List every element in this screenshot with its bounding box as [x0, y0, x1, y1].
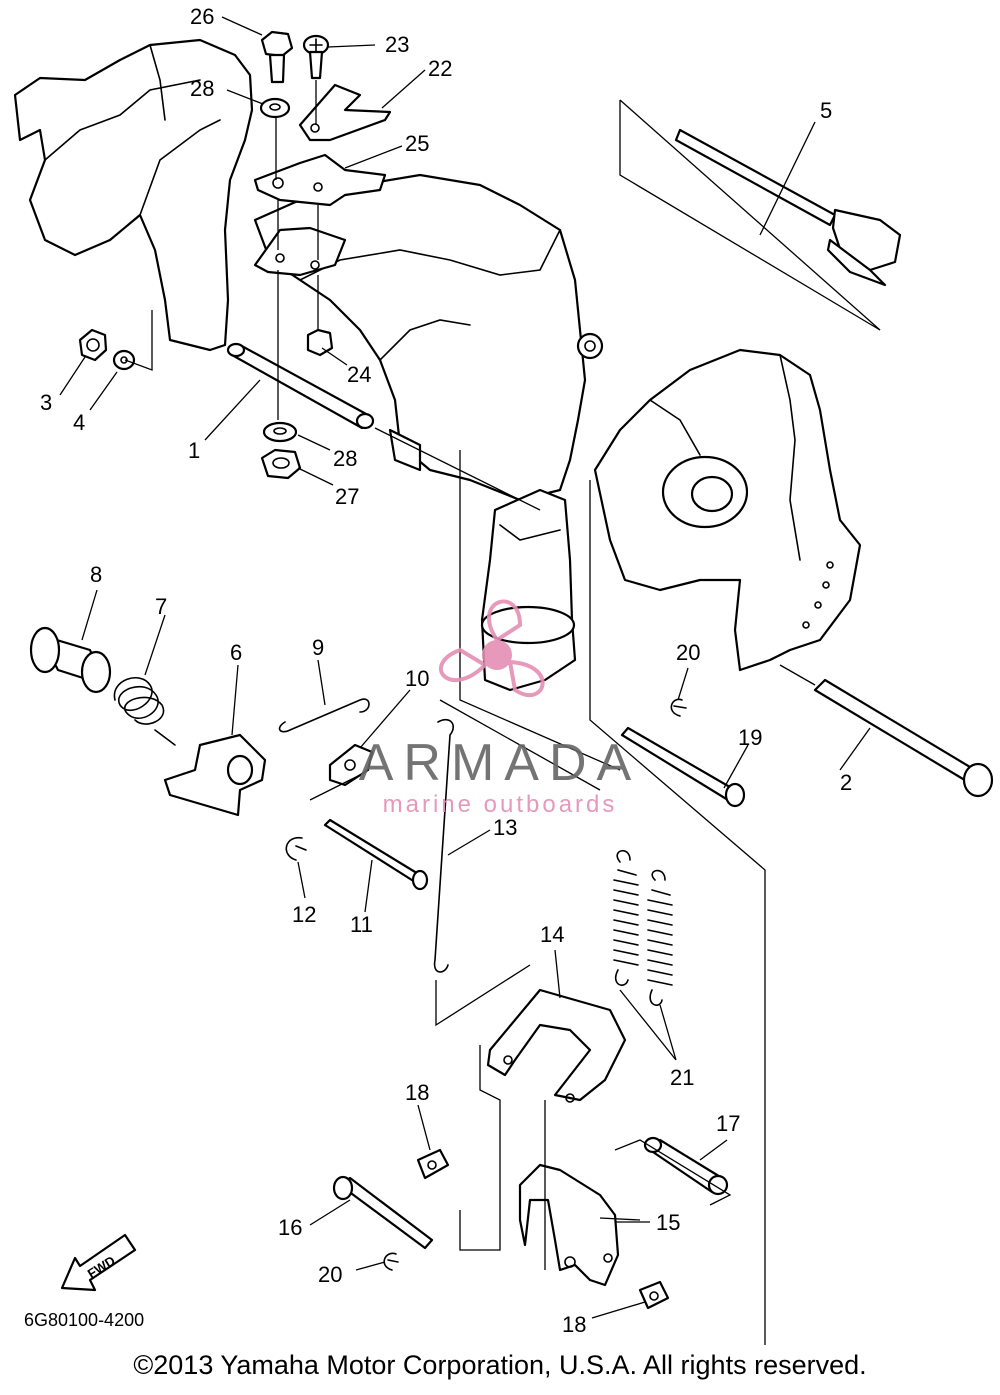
callout-16: 16	[278, 1215, 302, 1240]
part-28-washer-bottom	[262, 421, 298, 443]
diagram-code: 6G80100-4200	[24, 1310, 145, 1330]
part-27-nut	[260, 448, 302, 480]
callout-3: 3	[40, 390, 52, 415]
callout-4: 4	[73, 410, 85, 435]
left-clamp-bracket	[13, 38, 254, 352]
part-8-bushing	[29, 626, 112, 694]
callout-9: 9	[312, 635, 324, 660]
part-28-washer-top	[259, 97, 291, 119]
part-15-lower-bracket	[518, 1163, 641, 1287]
callout-23: 23	[385, 32, 409, 57]
callout-5: 5	[820, 98, 832, 123]
part-12-e-clip	[285, 837, 307, 861]
part-11-pin	[323, 818, 429, 891]
callout-14: 14	[540, 922, 564, 947]
callout-21: 21	[670, 1065, 694, 1090]
part-26-bolt	[260, 30, 294, 84]
assembly-guide-lines	[124, 80, 766, 1345]
callout-22: 22	[428, 56, 452, 81]
callout-7: 7	[155, 594, 167, 619]
part-5-tilt-rod	[619, 99, 902, 331]
callout-17: 17	[716, 1111, 740, 1136]
callout-20-bottom: 20	[318, 1262, 342, 1287]
fwd-arrow: FWD	[60, 1233, 137, 1292]
part-16-pin	[332, 1175, 434, 1250]
part-9-link-wire	[278, 698, 370, 733]
part-23-screw	[302, 34, 330, 80]
part-7-spring	[113, 676, 176, 746]
callout-27: 27	[335, 484, 359, 509]
part-3-nut	[78, 328, 108, 362]
part-20-e-clip-b	[383, 1252, 399, 1271]
part-6-lever	[163, 733, 267, 817]
callout-18-top: 18	[405, 1080, 429, 1105]
part-17-roller	[614, 1136, 732, 1206]
callout-2: 2	[840, 770, 852, 795]
stern-bracket	[593, 348, 862, 672]
callout-19: 19	[738, 725, 762, 750]
watermark-tagline: marine outboards	[383, 791, 618, 818]
part-22-plate	[298, 83, 392, 142]
part-18-clip-a	[416, 1148, 450, 1180]
callout-15: 15	[656, 1210, 680, 1235]
callout-18-bottom: 18	[562, 1312, 586, 1337]
callout-13: 13	[493, 815, 517, 840]
part-2-bolt	[779, 664, 994, 798]
callout-12: 12	[292, 902, 316, 927]
part-25-plate	[253, 153, 387, 207]
part-1-shaft	[226, 342, 541, 511]
part-10-clip	[328, 743, 374, 787]
part-4-washer	[112, 349, 136, 371]
callout-1: 1	[188, 438, 200, 463]
part-13-rod	[433, 718, 531, 1027]
callout-8: 8	[90, 562, 102, 587]
armada-watermark: ARMADA marine outboards	[359, 599, 641, 818]
callout-20-top: 20	[676, 640, 700, 665]
part-18-clip-b	[638, 1280, 670, 1310]
watermark-brand: ARMADA	[359, 734, 641, 792]
callout-11: 11	[350, 912, 373, 937]
part-19-pin	[620, 726, 746, 808]
leader-lines	[59, 16, 871, 1319]
callout-24: 24	[347, 362, 371, 387]
callout-28-top: 28	[190, 76, 214, 101]
part-20-e-clip-a	[670, 698, 687, 717]
callout-6: 6	[230, 640, 242, 665]
callout-25: 25	[405, 131, 429, 156]
propeller-logo	[438, 599, 545, 698]
part-24-nut	[306, 328, 334, 357]
callout-numbers: 26 23 22 28 25 5 24 3 4 1 28 27 8 7 6 9 …	[40, 4, 852, 1337]
part-14-lock-frame	[486, 988, 627, 1103]
callout-26: 26	[190, 4, 214, 29]
callout-28-bottom: 28	[333, 446, 357, 471]
callout-10: 10	[405, 666, 429, 691]
copyright-notice: ©2013 Yamaha Motor Corporation, U.S.A. A…	[133, 1350, 867, 1380]
part-21-springs	[613, 850, 673, 1006]
